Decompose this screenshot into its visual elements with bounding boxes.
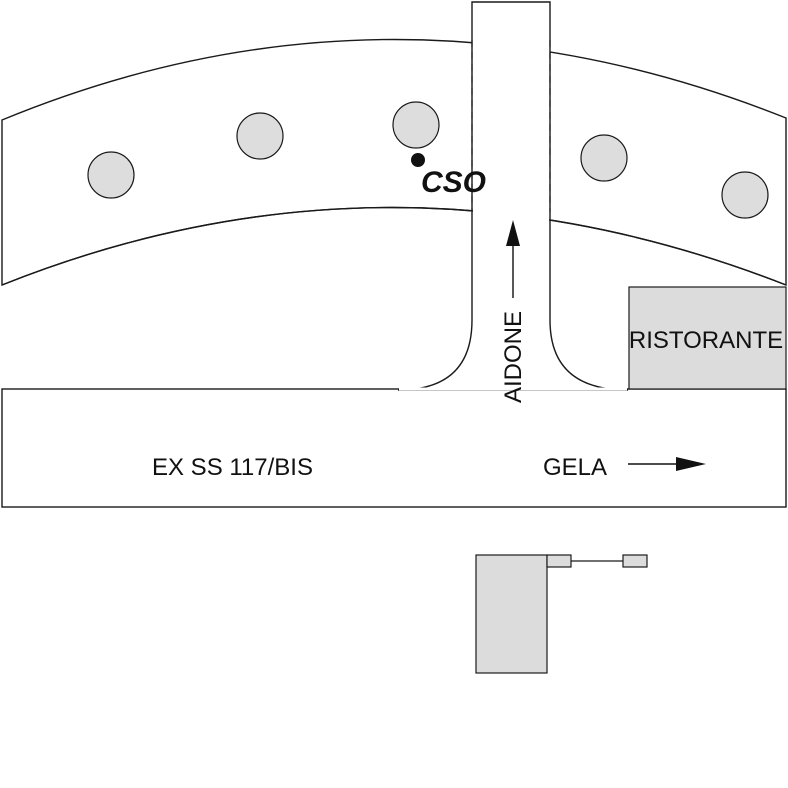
tree-circle: [392, 101, 440, 149]
tree-circle: [236, 112, 284, 160]
main-road: [1, 388, 787, 508]
restaurant-label: RISTORANTE: [629, 327, 783, 354]
curved-road-lower-edge: [1, 206, 787, 286]
gela-label: GELA: [543, 454, 607, 481]
tree-circle: [580, 134, 628, 182]
station-label: CSO: [421, 166, 486, 199]
equipment-connector-right: [622, 554, 648, 568]
equipment-cabinet: [475, 554, 548, 674]
restaurant-building: [628, 286, 787, 390]
equipment-connector-left: [546, 554, 572, 568]
station-dot: [411, 153, 425, 167]
main-road-label: EX SS 117/BIS: [152, 454, 313, 481]
gela-arrow-head: [676, 457, 706, 471]
tree-circle: [721, 171, 769, 219]
side-road-label: AIDONE: [500, 311, 527, 403]
tree-circle: [87, 151, 135, 199]
aidone-arrow-head: [506, 220, 520, 246]
